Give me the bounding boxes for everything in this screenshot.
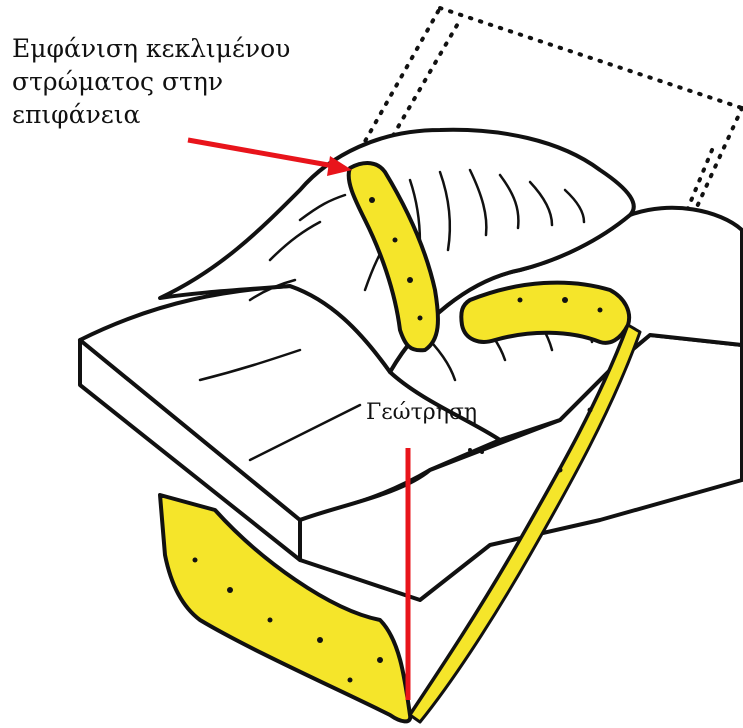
outcrop-label: Εμφάνιση κεκλιμένου στρώματος στην επιφά… — [12, 32, 290, 131]
borehole-label: Γεώτρηση — [366, 396, 477, 429]
outcrop-label-line3: επιφάνεια — [12, 98, 290, 131]
outcrop-label-line2: στρώματος στην — [12, 65, 290, 98]
outcrop-label-line1: Εμφάνιση κεκλιμένου — [12, 32, 290, 65]
